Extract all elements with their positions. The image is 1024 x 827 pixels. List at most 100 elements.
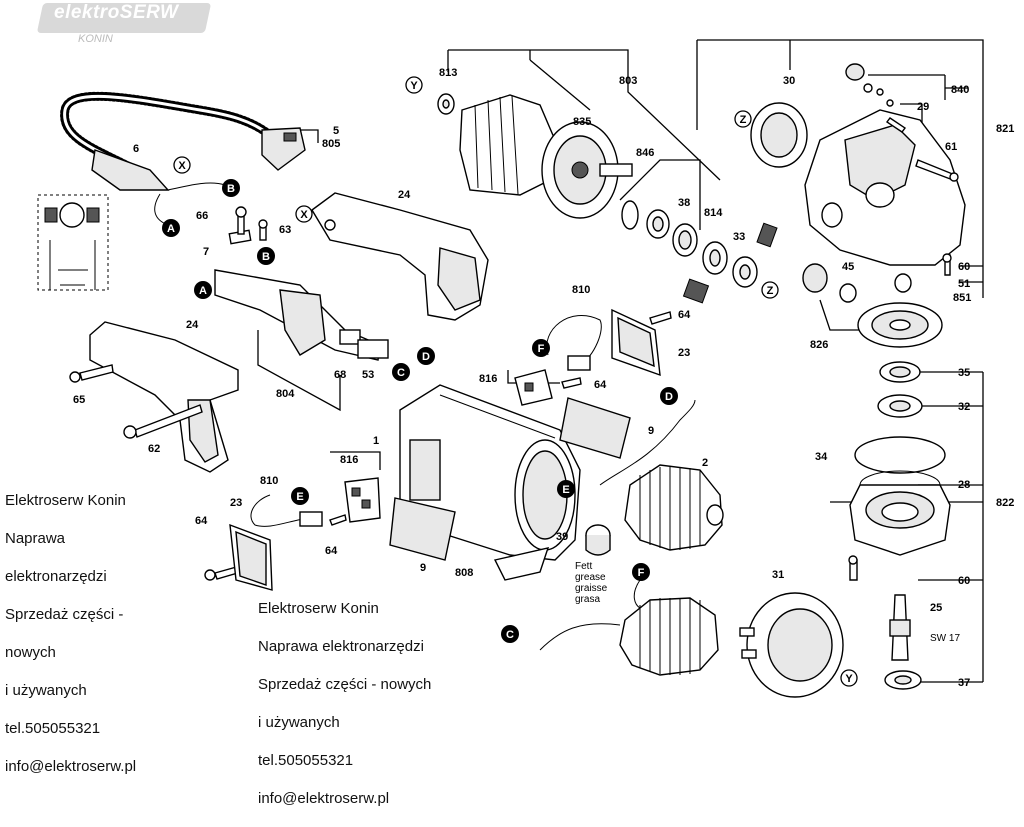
label-45: 45 <box>842 261 854 273</box>
label-810-bottom: 810 <box>260 475 278 487</box>
brush-cover-left <box>229 523 273 591</box>
label-32: 32 <box>958 401 970 413</box>
field-coil-lower <box>539 579 719 676</box>
contact-line: Naprawa elektronarzędzi <box>258 638 424 655</box>
label-835: 835 <box>573 116 591 128</box>
label-62: 62 <box>148 443 160 455</box>
contact-line: tel.505055321 <box>5 720 101 737</box>
marker-e-housing: E <box>557 480 575 498</box>
svg-text:Y: Y <box>410 80 418 92</box>
label-66: 66 <box>196 210 208 222</box>
marker-y-top: Y <box>405 76 423 94</box>
svg-text:B: B <box>227 183 235 195</box>
brush-holder-left <box>250 477 381 527</box>
label-64-top: 64 <box>678 309 691 321</box>
wiring-schematic <box>37 194 109 291</box>
label-808: 808 <box>455 567 473 579</box>
spindle-stack <box>848 361 951 690</box>
label-840: 840 <box>951 84 969 96</box>
label-64-left: 64 <box>195 515 208 527</box>
handle-half-bottom <box>89 321 239 473</box>
grease-label-1: Fett <box>575 561 592 572</box>
marker-b-switch: B <box>257 247 275 265</box>
label-7: 7 <box>203 246 209 258</box>
label-6: 6 <box>133 143 139 155</box>
marker-e-left: E <box>291 487 309 505</box>
label-2: 2 <box>702 457 708 469</box>
label-23-left: 23 <box>230 497 242 509</box>
label-805: 805 <box>322 138 340 150</box>
contact-line: elektronarzędzi <box>5 568 107 585</box>
contact-line: i używanych <box>5 682 87 699</box>
label-9-left: 9 <box>420 562 426 574</box>
label-64-bottom: 64 <box>325 545 338 557</box>
label-1: 1 <box>373 435 379 447</box>
svg-text:Z: Z <box>767 285 774 297</box>
label-24-top: 24 <box>398 189 411 201</box>
grease-label-4: grasa <box>575 594 600 605</box>
marker-y-bottom: Y <box>840 669 858 687</box>
contact-line: i używanych <box>258 714 340 731</box>
guard-flange <box>739 592 844 698</box>
label-sw17: SW 17 <box>930 633 960 644</box>
svg-text:A: A <box>167 223 175 235</box>
label-816-top: 816 <box>479 373 497 385</box>
label-5: 5 <box>333 125 339 137</box>
marker-z-top: Z <box>734 110 752 128</box>
label-60-top: 60 <box>958 261 970 273</box>
svg-text:D: D <box>665 391 673 403</box>
label-37: 37 <box>958 677 970 689</box>
contact-line: Naprawa <box>5 530 66 547</box>
label-813: 813 <box>439 67 457 79</box>
exploded-parts-diagram: 813 803 835 846 38 814 33 30 840 29 821 … <box>37 39 1014 698</box>
label-61: 61 <box>945 141 957 153</box>
label-33: 33 <box>733 231 745 243</box>
svg-text:E: E <box>296 491 303 503</box>
brand-logo-title: elektroSERW <box>54 2 179 23</box>
grease-label-3: graisse <box>575 583 608 594</box>
grease-label-2: grease <box>575 572 606 583</box>
marker-f-coil: F <box>632 563 650 581</box>
brush-holder-right <box>514 308 672 406</box>
marker-d-switch: D <box>417 347 435 365</box>
svg-text:X: X <box>300 209 308 221</box>
label-803: 803 <box>619 75 637 87</box>
label-822: 822 <box>996 497 1014 509</box>
marker-c-switch: C <box>392 363 410 381</box>
contact-line: tel.505055321 <box>258 752 354 769</box>
svg-text:D: D <box>422 351 430 363</box>
contact-line: Elektroserw Konin <box>258 600 379 617</box>
svg-text:F: F <box>538 343 545 355</box>
brand-logo-subtitle: KONIN <box>78 33 113 45</box>
diagram-canvas: 813 803 835 846 38 814 33 30 840 29 821 … <box>37 39 1014 698</box>
armature <box>437 93 633 219</box>
label-29: 29 <box>917 101 929 113</box>
pinion-gears <box>802 263 943 348</box>
contact-text-center: Elektroserw Konin Naprawa elektronarzędz… <box>258 580 431 827</box>
label-34: 34 <box>815 451 828 463</box>
svg-text:C: C <box>506 629 514 641</box>
marker-f-top: F <box>532 339 550 357</box>
label-821: 821 <box>996 123 1014 135</box>
connector-markers: A A B B C C D D E E F F X X Y Y Z Z <box>162 76 858 687</box>
gear-housing <box>750 63 966 293</box>
label-31: 31 <box>772 569 784 581</box>
label-826: 826 <box>810 339 828 351</box>
label-30: 30 <box>783 75 795 87</box>
svg-text:B: B <box>262 251 270 263</box>
marker-a-switch: A <box>194 281 212 299</box>
label-816-bottom: 816 <box>340 454 358 466</box>
svg-text:E: E <box>562 484 569 496</box>
svg-text:C: C <box>397 367 405 379</box>
label-35: 35 <box>958 367 970 379</box>
marker-z-bottom: Z <box>761 281 779 299</box>
label-68: 68 <box>334 369 346 381</box>
svg-text:X: X <box>178 160 186 172</box>
contact-line: info@elektroserw.pl <box>258 790 390 807</box>
label-851: 851 <box>953 292 971 304</box>
label-9-right: 9 <box>648 425 654 437</box>
marker-x-cable: X <box>173 156 191 174</box>
label-plates <box>389 397 631 581</box>
svg-text:F: F <box>638 567 645 579</box>
handle-half-top <box>311 192 489 321</box>
